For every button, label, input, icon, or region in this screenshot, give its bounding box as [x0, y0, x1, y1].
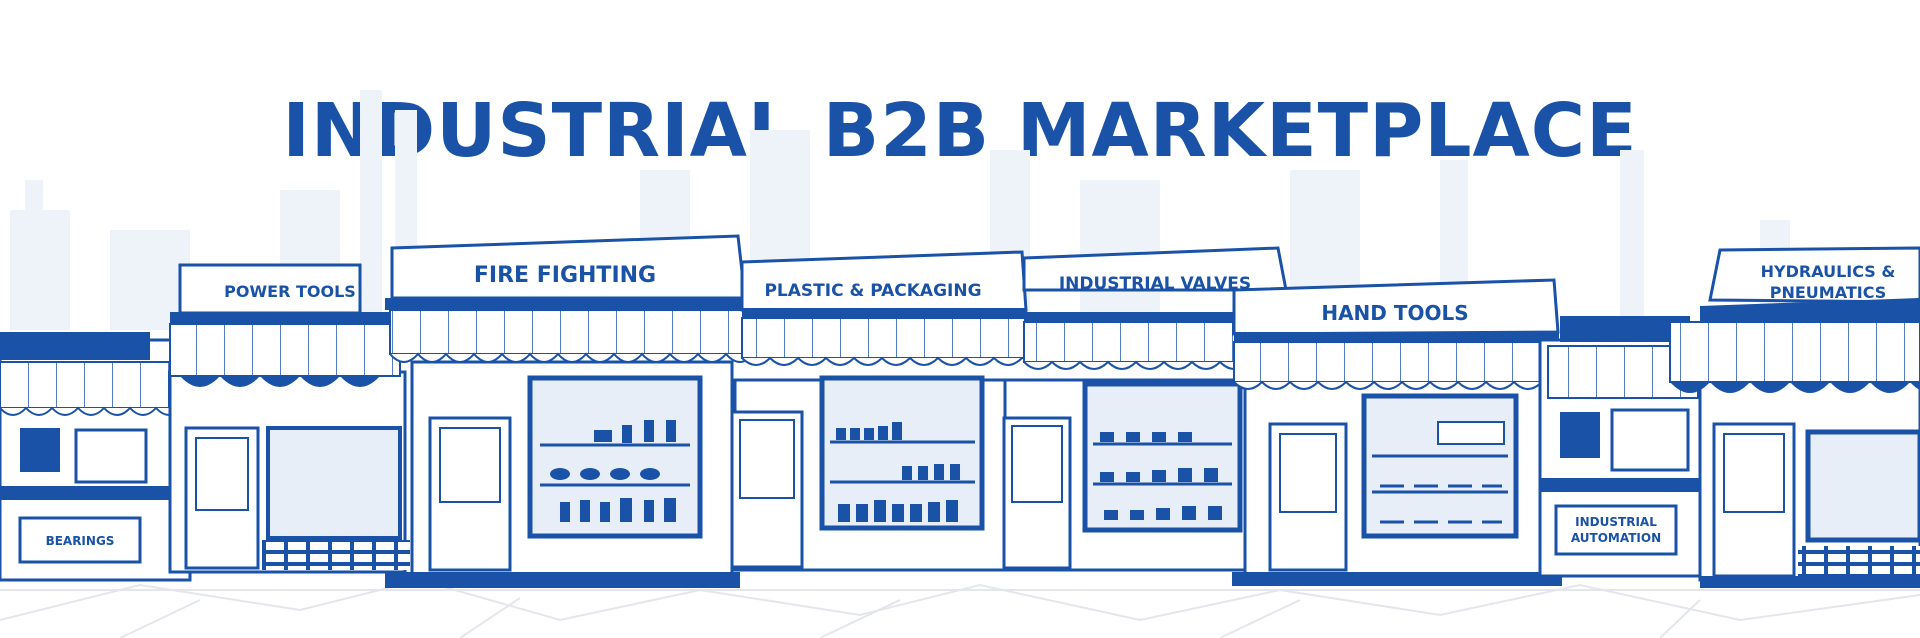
sign-industrial-automation-line2: AUTOMATION — [1571, 531, 1661, 545]
shop-hand-tools: HAND TOOLS — [1232, 278, 1571, 586]
shop-industrial-valves: INDUSTRIAL VALVES — [1002, 246, 1288, 572]
sign-hydraulics-line1: HYDRAULICS & — [1761, 262, 1896, 281]
pavement — [0, 578, 1920, 638]
sign-hand-tools: HAND TOOLS — [1321, 301, 1468, 325]
shop-bearings: BEARINGS — [0, 332, 192, 582]
sign-fire-fighting: FIRE FIGHTING — [474, 263, 656, 288]
sign-industrial-automation-line1: INDUSTRIAL — [1575, 515, 1657, 529]
banner-title: INDUSTRIAL B2B MARKETPLACE — [282, 88, 1638, 174]
sign-bearings: BEARINGS — [46, 534, 115, 548]
shop-plastic-packaging: PLASTIC & PACKAGING — [730, 250, 1028, 572]
sign-industrial-valves: INDUSTRIAL VALVES — [1059, 274, 1251, 294]
shop-power-tools: POWER TOOLS — [168, 263, 410, 574]
shop-hydraulics-pneumatics: HYDRAULICS & PNEUMATICS — [1669, 246, 1920, 588]
sign-plastic-packaging: PLASTIC & PACKAGING — [764, 281, 981, 301]
sign-hydraulics-line2: PNEUMATICS — [1770, 283, 1887, 302]
shop-fire-fighting: FIRE FIGHTING — [385, 234, 755, 588]
sign-power-tools: POWER TOOLS — [224, 282, 356, 301]
